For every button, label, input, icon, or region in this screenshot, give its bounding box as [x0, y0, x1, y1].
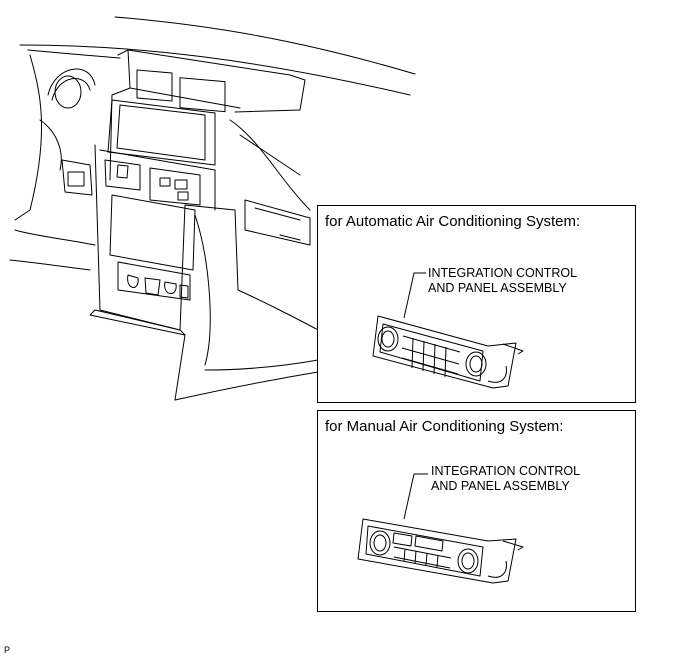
callout-line-1: INTEGRATION CONTROL [428, 266, 578, 280]
manual-ac-panel: for Manual Air Conditioning System: INTE… [317, 410, 636, 612]
panel-title: for Automatic Air Conditioning System: [325, 213, 581, 230]
panel-title: for Manual Air Conditioning System: [325, 418, 564, 435]
callout-line-1: INTEGRATION CONTROL [431, 464, 581, 478]
callout-label: INTEGRATION CONTROL AND PANEL ASSEMBLY [431, 464, 580, 494]
control-panel-assembly-drawing [372, 272, 524, 389]
callout-line-2: AND PANEL ASSEMBLY [431, 479, 570, 493]
control-panel-assembly-drawing [357, 473, 524, 584]
figure-code: P [4, 645, 11, 655]
callout-label: INTEGRATION CONTROL AND PANEL ASSEMBLY [428, 266, 577, 296]
callout-line-2: AND PANEL ASSEMBLY [428, 281, 567, 295]
automatic-ac-panel: for Automatic Air Conditioning System: I… [317, 205, 636, 403]
